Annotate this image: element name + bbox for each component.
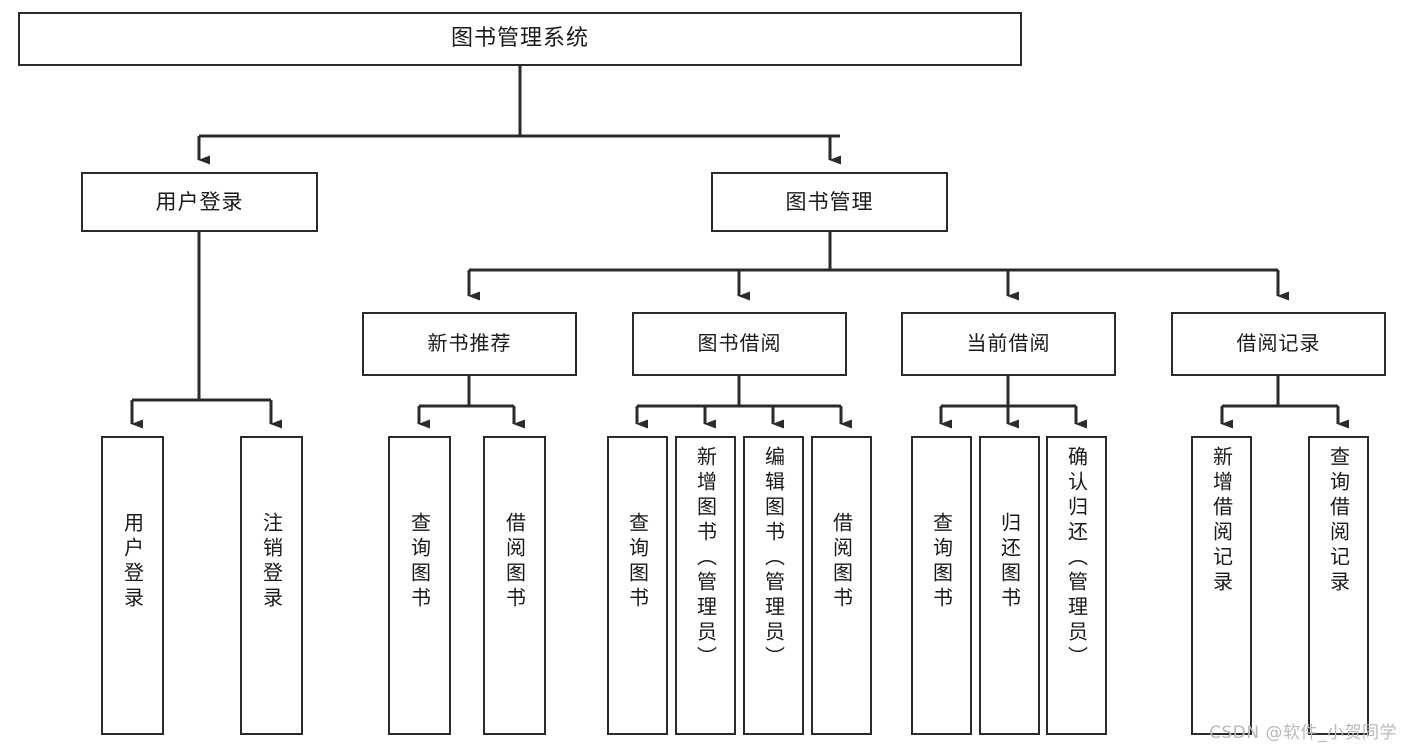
- node-leaf-query-book-1-label: 查询图书: [407, 512, 432, 612]
- node-leaf-borrow-book-1[interactable]: 借阅图书: [483, 436, 546, 735]
- node-current-borrow-label: 当前借阅: [966, 331, 1051, 356]
- node-leaf-return-book[interactable]: 归还图书: [979, 436, 1040, 735]
- node-leaf-user-login-label: 用户登录: [120, 512, 145, 612]
- node-book-borrow-label: 图书借阅: [697, 331, 782, 356]
- node-borrow-record-label: 借阅记录: [1236, 331, 1321, 356]
- node-current-borrow[interactable]: 当前借阅: [901, 312, 1116, 376]
- node-borrow-record[interactable]: 借阅记录: [1171, 312, 1386, 376]
- node-leaf-query-book-1[interactable]: 查询图书: [388, 436, 451, 735]
- node-root-label: 图书管理系统: [450, 26, 589, 52]
- node-leaf-query-record-label: 查询借阅记录: [1326, 446, 1351, 596]
- node-leaf-add-record-label: 新增借阅记录: [1209, 446, 1234, 596]
- node-leaf-add-record[interactable]: 新增借阅记录: [1191, 436, 1252, 735]
- node-book-borrow[interactable]: 图书借阅: [632, 312, 847, 376]
- node-book-manage-label: 图书管理: [785, 189, 874, 214]
- node-user-login-label: 用户登录: [155, 189, 244, 214]
- node-leaf-logout[interactable]: 注销登录: [240, 436, 303, 735]
- node-leaf-logout-label: 注销登录: [259, 512, 284, 612]
- node-leaf-query-record[interactable]: 查询借阅记录: [1308, 436, 1369, 735]
- node-leaf-edit-book[interactable]: 编辑图书（管理员）: [743, 436, 804, 735]
- node-leaf-query-book-2[interactable]: 查询图书: [607, 436, 668, 735]
- node-leaf-user-login[interactable]: 用户登录: [101, 436, 164, 735]
- node-user-login[interactable]: 用户登录: [81, 172, 318, 232]
- node-leaf-borrow-book-1-label: 借阅图书: [502, 512, 527, 612]
- node-leaf-query-book-3[interactable]: 查询图书: [911, 436, 972, 735]
- node-new-book-rec[interactable]: 新书推荐: [362, 312, 577, 376]
- node-leaf-borrow-book-2[interactable]: 借阅图书: [811, 436, 872, 735]
- node-leaf-confirm-return-label: 确认归还（管理员）: [1064, 446, 1089, 671]
- node-book-manage[interactable]: 图书管理: [711, 172, 948, 232]
- node-leaf-edit-book-label: 编辑图书（管理员）: [761, 446, 786, 671]
- node-leaf-add-book[interactable]: 新增图书（管理员）: [675, 436, 736, 735]
- node-root-system[interactable]: 图书管理系统: [18, 12, 1022, 66]
- node-leaf-add-book-label: 新增图书（管理员）: [693, 446, 718, 671]
- node-leaf-borrow-book-2-label: 借阅图书: [829, 512, 854, 612]
- node-leaf-return-book-label: 归还图书: [997, 512, 1022, 612]
- node-leaf-query-book-3-label: 查询图书: [929, 512, 954, 612]
- node-new-book-rec-label: 新书推荐: [427, 331, 512, 356]
- node-leaf-confirm-return[interactable]: 确认归还（管理员）: [1046, 436, 1107, 735]
- node-leaf-query-book-2-label: 查询图书: [625, 512, 650, 612]
